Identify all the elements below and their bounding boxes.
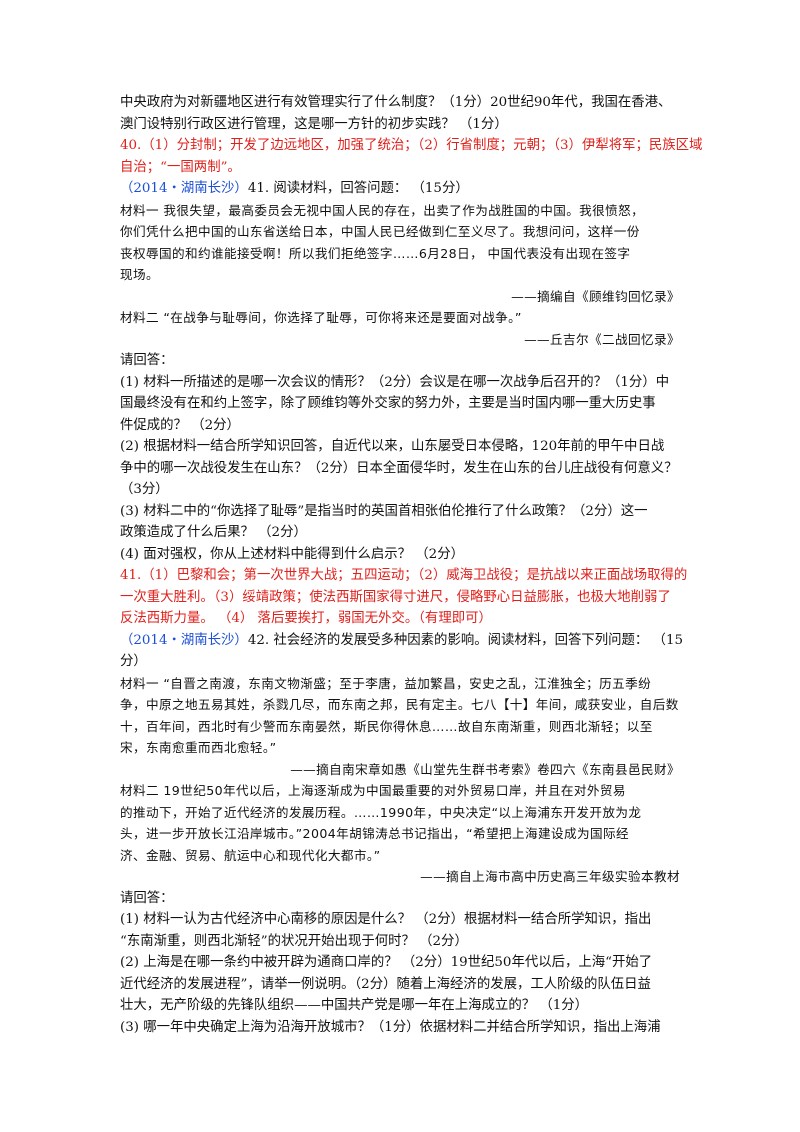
question-line: 近代经济的发展进程”，请举一例说明。（2分）随着上海经济的发展，工人阶级的队伍日… <box>120 976 651 992</box>
question-39-tail: 中央政府为对新疆地区进行有效管理实行了什么制度？（1分）20世纪90年代，我国在… <box>120 92 680 135</box>
question-41: （2014・湖南长沙）41. 阅读材料，回答问题： （15分） 材料一 我很失望… <box>120 178 688 630</box>
material-line: 材料二 19世纪50年代以后，上海逐渐成为中国最重要的对外贸易口岸，并且在对外贸… <box>120 783 626 798</box>
answer-prompt: 请回答： <box>120 890 174 906</box>
material-citation: ——摘自上海市高中历史高三年级实验本教材 <box>420 869 680 884</box>
question-line: (2) 根据材料一结合所学知识回答，自近代以来，山东屡受日本侵略，120年前的甲… <box>120 439 665 454</box>
answer-40: 40.（1）分封制；开发了边远地区，加强了统治；（2）行省制度；元朝；（3）伊犁… <box>120 135 703 178</box>
material-line: 十，百年间，西北时有少警而东南晏然，斯民你得休息……故自东南渐重，则西北渐轻；以… <box>120 718 653 734</box>
answer-line: 一次重大胜利。（3）绥靖政策；使法西斯国家得寸进尺，侵略野心日益膨胀，也极大地削… <box>120 589 671 605</box>
answer-line: 自治；“一国两制”。 <box>120 159 241 175</box>
answer-line: 反法西斯力量。 （4） 落后要挨打，弱国无外交。（有理即可） <box>120 611 492 626</box>
question-line: (3) 哪一年中央确定上海为沿海开放城市？（1分）依据材料二并结合所学知识，指出… <box>120 1019 661 1035</box>
material-line: 你们凭什么把中国的山东省送给日本，中国人民已经做到仁至义尽了。我想问问，这样一份 <box>120 224 640 239</box>
question-line: (4) 面对强权，你从上述材料中能得到什么启示？ （2分） <box>120 546 464 562</box>
material-line: 济、金融、贸易、航运中心和现代化大都市。” <box>120 847 381 863</box>
material-line: 宋，东南愈重而西北愈轻。” <box>120 740 277 755</box>
question-42: （2014・湖南长沙）42. 社会经济的发展受多种因素的影响。阅读材料，回答下列… <box>120 630 683 1039</box>
material-line: 头，进一步开放长江沿岸城市。”2004年胡锦涛总书记指出，“希望把上海建设成为国… <box>120 826 629 841</box>
answer-prompt: 请回答： <box>120 353 174 368</box>
material-citation: ——摘自南宋章如愚《山堂先生群书考索》卷四六《东南县邑民财》 <box>290 761 680 777</box>
text-line: 澳门设特别行政区进行管理，这是哪一方针的初步实践？ （1分） <box>120 116 508 132</box>
question-line: 壮大，无产阶级的先锋队组织——中国共产党是哪一年在上海成立的？ （1分） <box>120 998 589 1013</box>
material-citation: ——摘编自《顾维钧回忆录》 <box>511 288 680 304</box>
question-line: 政策造成了什么后果？ （2分） <box>120 525 307 540</box>
question-line: (2) 上海是在哪一条约中被开辟为通商口岸的？ （2分）19世纪50年代以后，上… <box>120 955 653 970</box>
question-intro-cont: 分） <box>120 654 147 669</box>
source-tag: （2014・湖南长沙） <box>120 181 248 196</box>
answer-line: 41.（1）巴黎和会；第一次世界大战；五四运动；（2）威海卫战役；是抗战以来正面… <box>120 568 688 583</box>
question-line: 争中的哪一次战役发生在山东？（2分）日本全面侵华时，发生在山东的台儿庄战役有何意… <box>120 460 678 476</box>
question-line: (3) 材料二中的“你选择了耻辱”是指当时的英国首相张伯伦推行了什么政策？（2分… <box>120 503 648 519</box>
question-line: (1) 材料一认为古代经济中心南移的原因是什么？ （2分）根据材料一结合所学知识… <box>120 912 652 927</box>
material-1: 材料一 “自晋之南渡，东南文物渐盛；至于李唐，益加繁昌，安史之乱，江淮独全；历五… <box>120 673 680 781</box>
question-header: （2014・湖南长沙）41. 阅读材料，回答问题： （15分） <box>120 178 680 200</box>
question-line: （3分） <box>120 482 169 497</box>
question-line: (1) 材料一所描述的是哪一次会议的情形？（2分）会议是在哪一次战争后召开的？（… <box>120 374 670 390</box>
document-page: 中央政府为对新疆地区进行有效管理实行了什么制度？（1分）20世纪90年代，我国在… <box>120 92 703 1039</box>
question-line: “东南渐重，则西北渐轻”的状况开始出现于何时？ （2分） <box>120 933 468 949</box>
material-line: 材料一 “自晋之南渡，东南文物渐盛；至于李唐，益加繁昌，安史之乱，江淮独全；历五… <box>120 675 652 691</box>
material-line: 现场。 <box>120 267 159 282</box>
material-2: 材料二 19世纪50年代以后，上海逐渐成为中国最重要的对外贸易口岸，并且在对外贸… <box>120 780 680 888</box>
question-intro: 42. 社会经济的发展受多种因素的影响。阅读材料，回答下列问题： （15 <box>247 632 683 648</box>
material-1: 材料一 我很失望，最高委员会无视中国人民的存在，出卖了作为战胜国的中国。我很愤怒… <box>120 200 680 351</box>
question-intro: 41. 阅读材料，回答问题： （15分） <box>247 181 469 196</box>
question-header: （2014・湖南长沙）42. 社会经济的发展受多种因素的影响。阅读材料，回答下列… <box>120 630 683 652</box>
material-line: 争，中原之地五易其姓，杀戮几尽，而东南之邦，民有定主。七八【十】年间，咸获安业，… <box>120 697 679 712</box>
question-line: 件促成的？ （2分） <box>120 417 240 433</box>
answer-line: 40.（1）分封制；开发了边远地区，加强了统治；（2）行省制度；元朝；（3）伊犁… <box>120 138 703 153</box>
material-citation: ——丘吉尔《二战回忆录》 <box>524 331 680 347</box>
material-line: 材料二 “在战争与耻辱间，你选择了耻辱，可你将来还是要面对战争。” <box>120 310 522 325</box>
material-line: 的推动下，开始了近代经济的发展历程。……1990年，中央决定“以上海浦东开发开放… <box>120 804 642 820</box>
answer-41: 41.（1）巴黎和会；第一次世界大战；五四运动；（2）威海卫战役；是抗战以来正面… <box>120 565 688 630</box>
sub-questions: (1) 材料一认为古代经济中心南移的原因是什么？ （2分）根据材料一结合所学知识… <box>120 909 680 1038</box>
material-line: 丧权辱国的和约谁能接受啊！所以我们拒绝签字……6月28日， 中国代表没有出现在签… <box>120 245 631 261</box>
material-line: 材料一 我很失望，最高委员会无视中国人民的存在，出卖了作为战胜国的中国。我很愤怒… <box>120 202 645 218</box>
text-line: 中央政府为对新疆地区进行有效管理实行了什么制度？（1分）20世纪90年代，我国在… <box>120 95 672 110</box>
sub-questions: (1) 材料一所描述的是哪一次会议的情形？（2分）会议是在哪一次战争后召开的？（… <box>120 372 680 566</box>
question-line: 国最终没有在和约上签字，除了顾维钧等外交家的努力外，主要是当时国内哪一重大历史事 <box>120 396 656 411</box>
source-tag: （2014・湖南长沙） <box>120 632 248 648</box>
